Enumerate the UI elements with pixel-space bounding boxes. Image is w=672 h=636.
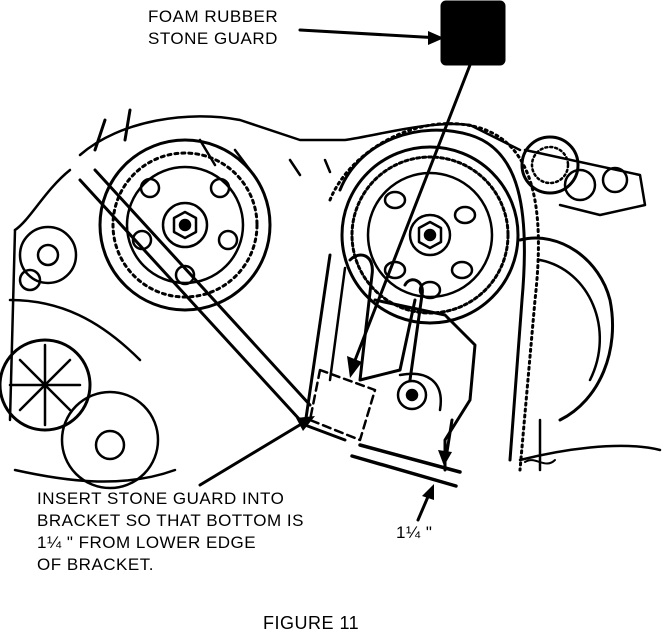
instruction-leader-arrowhead — [296, 416, 315, 431]
stone-guard-bracket — [308, 253, 477, 472]
dimension-marker — [350, 418, 462, 522]
crank-pulley — [98, 138, 272, 312]
stone-guard-leader — [298, 28, 442, 40]
engine-mount — [518, 135, 662, 472]
front-cover — [0, 225, 177, 490]
instruction-line-3: 1¼ " FROM LOWER EDGE — [37, 533, 257, 552]
instruction-leader — [198, 418, 310, 487]
stone-guard-label-line-1: FOAM RUBBER — [148, 7, 279, 26]
insertion-arrowhead — [347, 356, 362, 378]
cam-sprocket — [340, 145, 520, 325]
instruction-line-1: INSERT STONE GUARD INTO — [37, 489, 285, 508]
instruction-line-4: OF BRACKET. — [37, 555, 154, 574]
foam-stone-guard — [440, 0, 506, 66]
insertion-arrow — [350, 63, 472, 370]
figure-caption: FIGURE 11 — [263, 613, 360, 633]
instruction-line-2: BRACKET SO THAT BOTTOM IS — [37, 511, 304, 530]
stone-guard-label-line-2: STONE GUARD — [148, 29, 278, 48]
engine-block — [8, 108, 522, 422]
stone-guard-label: FOAM RUBBER STONE GUARD — [148, 6, 278, 50]
dimension-label: 1¼ " — [396, 523, 433, 542]
instruction-label: INSERT STONE GUARD INTO BRACKET SO THAT … — [37, 488, 304, 576]
stone-guard-leader-arrowhead — [428, 31, 444, 45]
lower-edge-scribble — [524, 459, 556, 465]
